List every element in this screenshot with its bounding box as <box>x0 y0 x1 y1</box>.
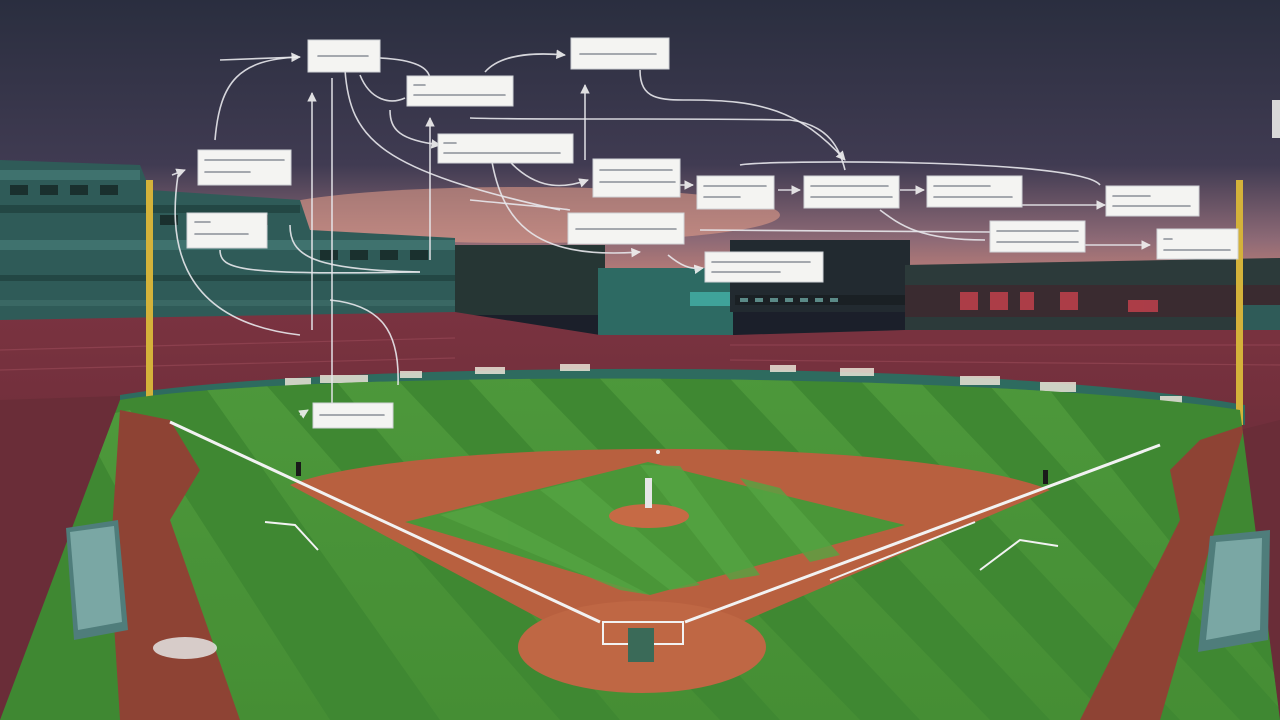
label-box-13 <box>989 220 1086 253</box>
label-box-15 <box>704 251 824 283</box>
label-box-8 <box>567 212 685 245</box>
first-base-line <box>684 443 1161 624</box>
label-box-2 <box>570 37 670 70</box>
right-warning-track <box>1080 425 1245 720</box>
label-box-12 <box>1105 185 1200 217</box>
third-base-line <box>169 420 601 624</box>
diagram-connectors <box>171 49 1151 419</box>
label-box-9 <box>696 175 775 210</box>
pitchers-mound <box>609 504 689 528</box>
pitcher <box>645 478 652 508</box>
label-box-5 <box>197 149 292 186</box>
label-box-3 <box>406 75 514 107</box>
label-box-14 <box>1156 228 1239 260</box>
label-box-10 <box>803 175 900 209</box>
left-foul-pole <box>146 180 153 412</box>
diagram-labels <box>186 37 1239 429</box>
playing-field <box>0 378 1280 720</box>
label-box-11 <box>926 175 1023 208</box>
label-box-6 <box>186 212 268 249</box>
field-logo <box>153 637 217 659</box>
label-box-4 <box>437 133 574 164</box>
label-box-7 <box>592 158 681 198</box>
batter <box>628 628 654 662</box>
right-foul-pole <box>1236 180 1243 425</box>
label-box-16 <box>312 402 394 429</box>
label-box-1 <box>307 39 381 73</box>
dugouts <box>66 100 1280 652</box>
